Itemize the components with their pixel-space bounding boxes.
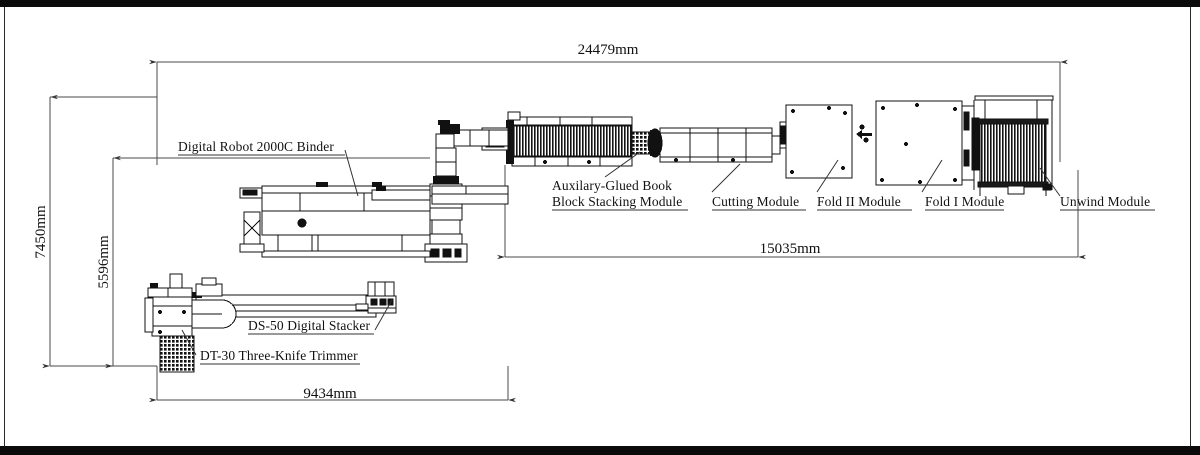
label-unwind: Unwind Module xyxy=(1060,194,1150,209)
machine-cutting-module xyxy=(659,127,781,163)
frame-band-top xyxy=(0,0,1200,7)
machine-binder xyxy=(239,182,431,258)
transfer-rollers xyxy=(608,128,663,158)
machine-fold-ii-module xyxy=(779,104,853,179)
label-fold-i: Fold I Module xyxy=(925,194,1004,209)
label-stacking-line2: Block Stacking Module xyxy=(552,194,682,209)
label-stacking-line1: Auxilary-Glued Book xyxy=(552,178,672,193)
machine-trimmer xyxy=(144,273,195,373)
label-cutting: Cutting Module xyxy=(712,194,799,209)
dimension-lines xyxy=(42,59,1086,403)
label-trimmer: DT-30 Three-Knife Trimmer xyxy=(200,348,358,363)
machine-unwind-module xyxy=(973,95,1054,196)
frame-border-left xyxy=(4,7,5,446)
label-fold-ii: Fold II Module xyxy=(817,194,901,209)
upper-return-conveyor xyxy=(431,185,509,205)
callout-labels: Digital Robot 2000C Binder Auxilary-Glue… xyxy=(178,139,1155,365)
machine-stacker xyxy=(187,277,397,329)
leader-lines xyxy=(181,149,1061,356)
label-stacker: DS-50 Digital Stacker xyxy=(248,318,370,333)
dim-overall-width: 24479mm xyxy=(578,42,639,58)
dim-inner-depth: 5596mm xyxy=(96,235,112,289)
dim-stacker-width: 9434mm xyxy=(303,386,357,402)
dim-overall-depth: 7450mm xyxy=(33,205,49,259)
frame-border-right xyxy=(1190,7,1191,446)
frame-band-bottom xyxy=(0,446,1200,455)
dim-line-width: 15035mm xyxy=(760,241,821,257)
label-binder: Digital Robot 2000C Binder xyxy=(178,139,334,154)
connector-fold xyxy=(856,124,872,143)
machine-fold-i-module xyxy=(875,100,980,186)
